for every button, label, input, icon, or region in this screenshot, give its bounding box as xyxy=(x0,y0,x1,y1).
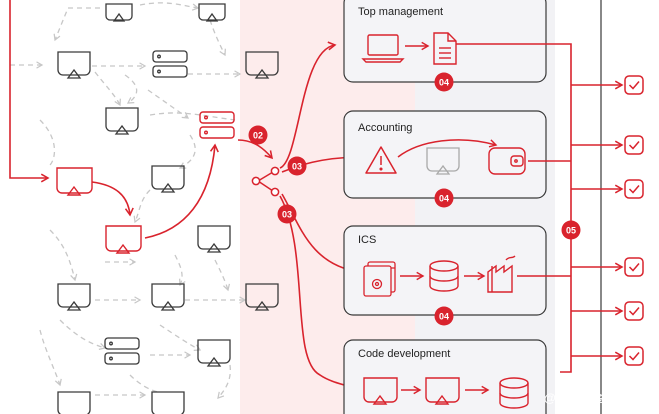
svg-text:05: 05 xyxy=(566,225,576,235)
monitor-icon xyxy=(56,167,93,196)
check-icon xyxy=(624,75,644,95)
svg-text:04: 04 xyxy=(439,77,449,87)
step-badge-04: 04 xyxy=(434,72,454,92)
panel-title: ICS xyxy=(358,234,376,246)
svg-text:03: 03 xyxy=(292,161,302,171)
step-badge-04: 04 xyxy=(434,188,454,208)
check-icon xyxy=(624,301,644,321)
monitor-icon xyxy=(245,283,279,311)
background-network-links xyxy=(10,2,247,399)
database-icon xyxy=(499,377,529,409)
panel-title: Top management xyxy=(358,6,443,18)
laptop-icon xyxy=(361,34,405,63)
step-badge-04: 04 xyxy=(434,306,454,326)
svg-text:04: 04 xyxy=(439,311,449,321)
monitor-icon xyxy=(197,339,231,367)
monitor-icon xyxy=(151,165,185,193)
settings-window-icon xyxy=(363,261,396,297)
panel-code-development: Code development xyxy=(343,339,547,414)
monitor-icon xyxy=(151,391,185,414)
panel-ics: ICS 04 xyxy=(343,225,547,326)
check-icon xyxy=(624,179,644,199)
step-badge-05: 05 xyxy=(561,220,581,240)
watermark: @稀土掘金技术社区 xyxy=(544,390,652,405)
check-icon xyxy=(624,135,644,155)
share-icon xyxy=(251,166,280,197)
monitor-icon xyxy=(151,283,185,311)
svg-text:02: 02 xyxy=(253,130,263,140)
svg-text:04: 04 xyxy=(439,193,449,203)
monitor-icon xyxy=(57,51,91,79)
svg-text:03: 03 xyxy=(282,209,292,219)
monitor-icon xyxy=(426,147,460,175)
monitor-icon xyxy=(105,225,142,254)
monitor-icon xyxy=(105,3,133,22)
monitor-icon xyxy=(245,51,279,79)
check-icon xyxy=(624,257,644,277)
check-list xyxy=(624,75,644,366)
panel-accounting: Accounting 04 xyxy=(343,110,547,208)
highlighted-path xyxy=(9,0,274,239)
output-bus xyxy=(456,43,624,373)
monitor-icon xyxy=(57,391,91,414)
check-icon xyxy=(624,346,644,366)
monitor-icon xyxy=(425,377,460,405)
panel-top-management: Top management 04 xyxy=(343,0,547,92)
monitor-icon xyxy=(57,283,91,311)
monitor-icon xyxy=(363,377,398,405)
panel-title: Accounting xyxy=(358,122,412,134)
background-network-nodes xyxy=(57,3,279,414)
monitor-icon xyxy=(198,3,226,22)
panel-title: Code development xyxy=(358,348,450,360)
server-icon xyxy=(199,111,235,139)
server-icon xyxy=(104,337,140,365)
step-badge-03-top: 03 xyxy=(287,156,307,176)
warning-icon xyxy=(365,146,397,174)
wallet-icon xyxy=(488,147,526,175)
step-badge-02: 02 xyxy=(248,125,268,145)
monitor-icon xyxy=(105,107,139,135)
factory-icon xyxy=(487,255,516,293)
server-icon xyxy=(152,50,188,78)
database-icon xyxy=(429,260,459,292)
highlighted-nodes xyxy=(56,111,235,254)
step-badge-03-bottom: 03 xyxy=(277,204,297,224)
document-icon xyxy=(433,32,457,65)
monitor-icon xyxy=(197,225,231,253)
